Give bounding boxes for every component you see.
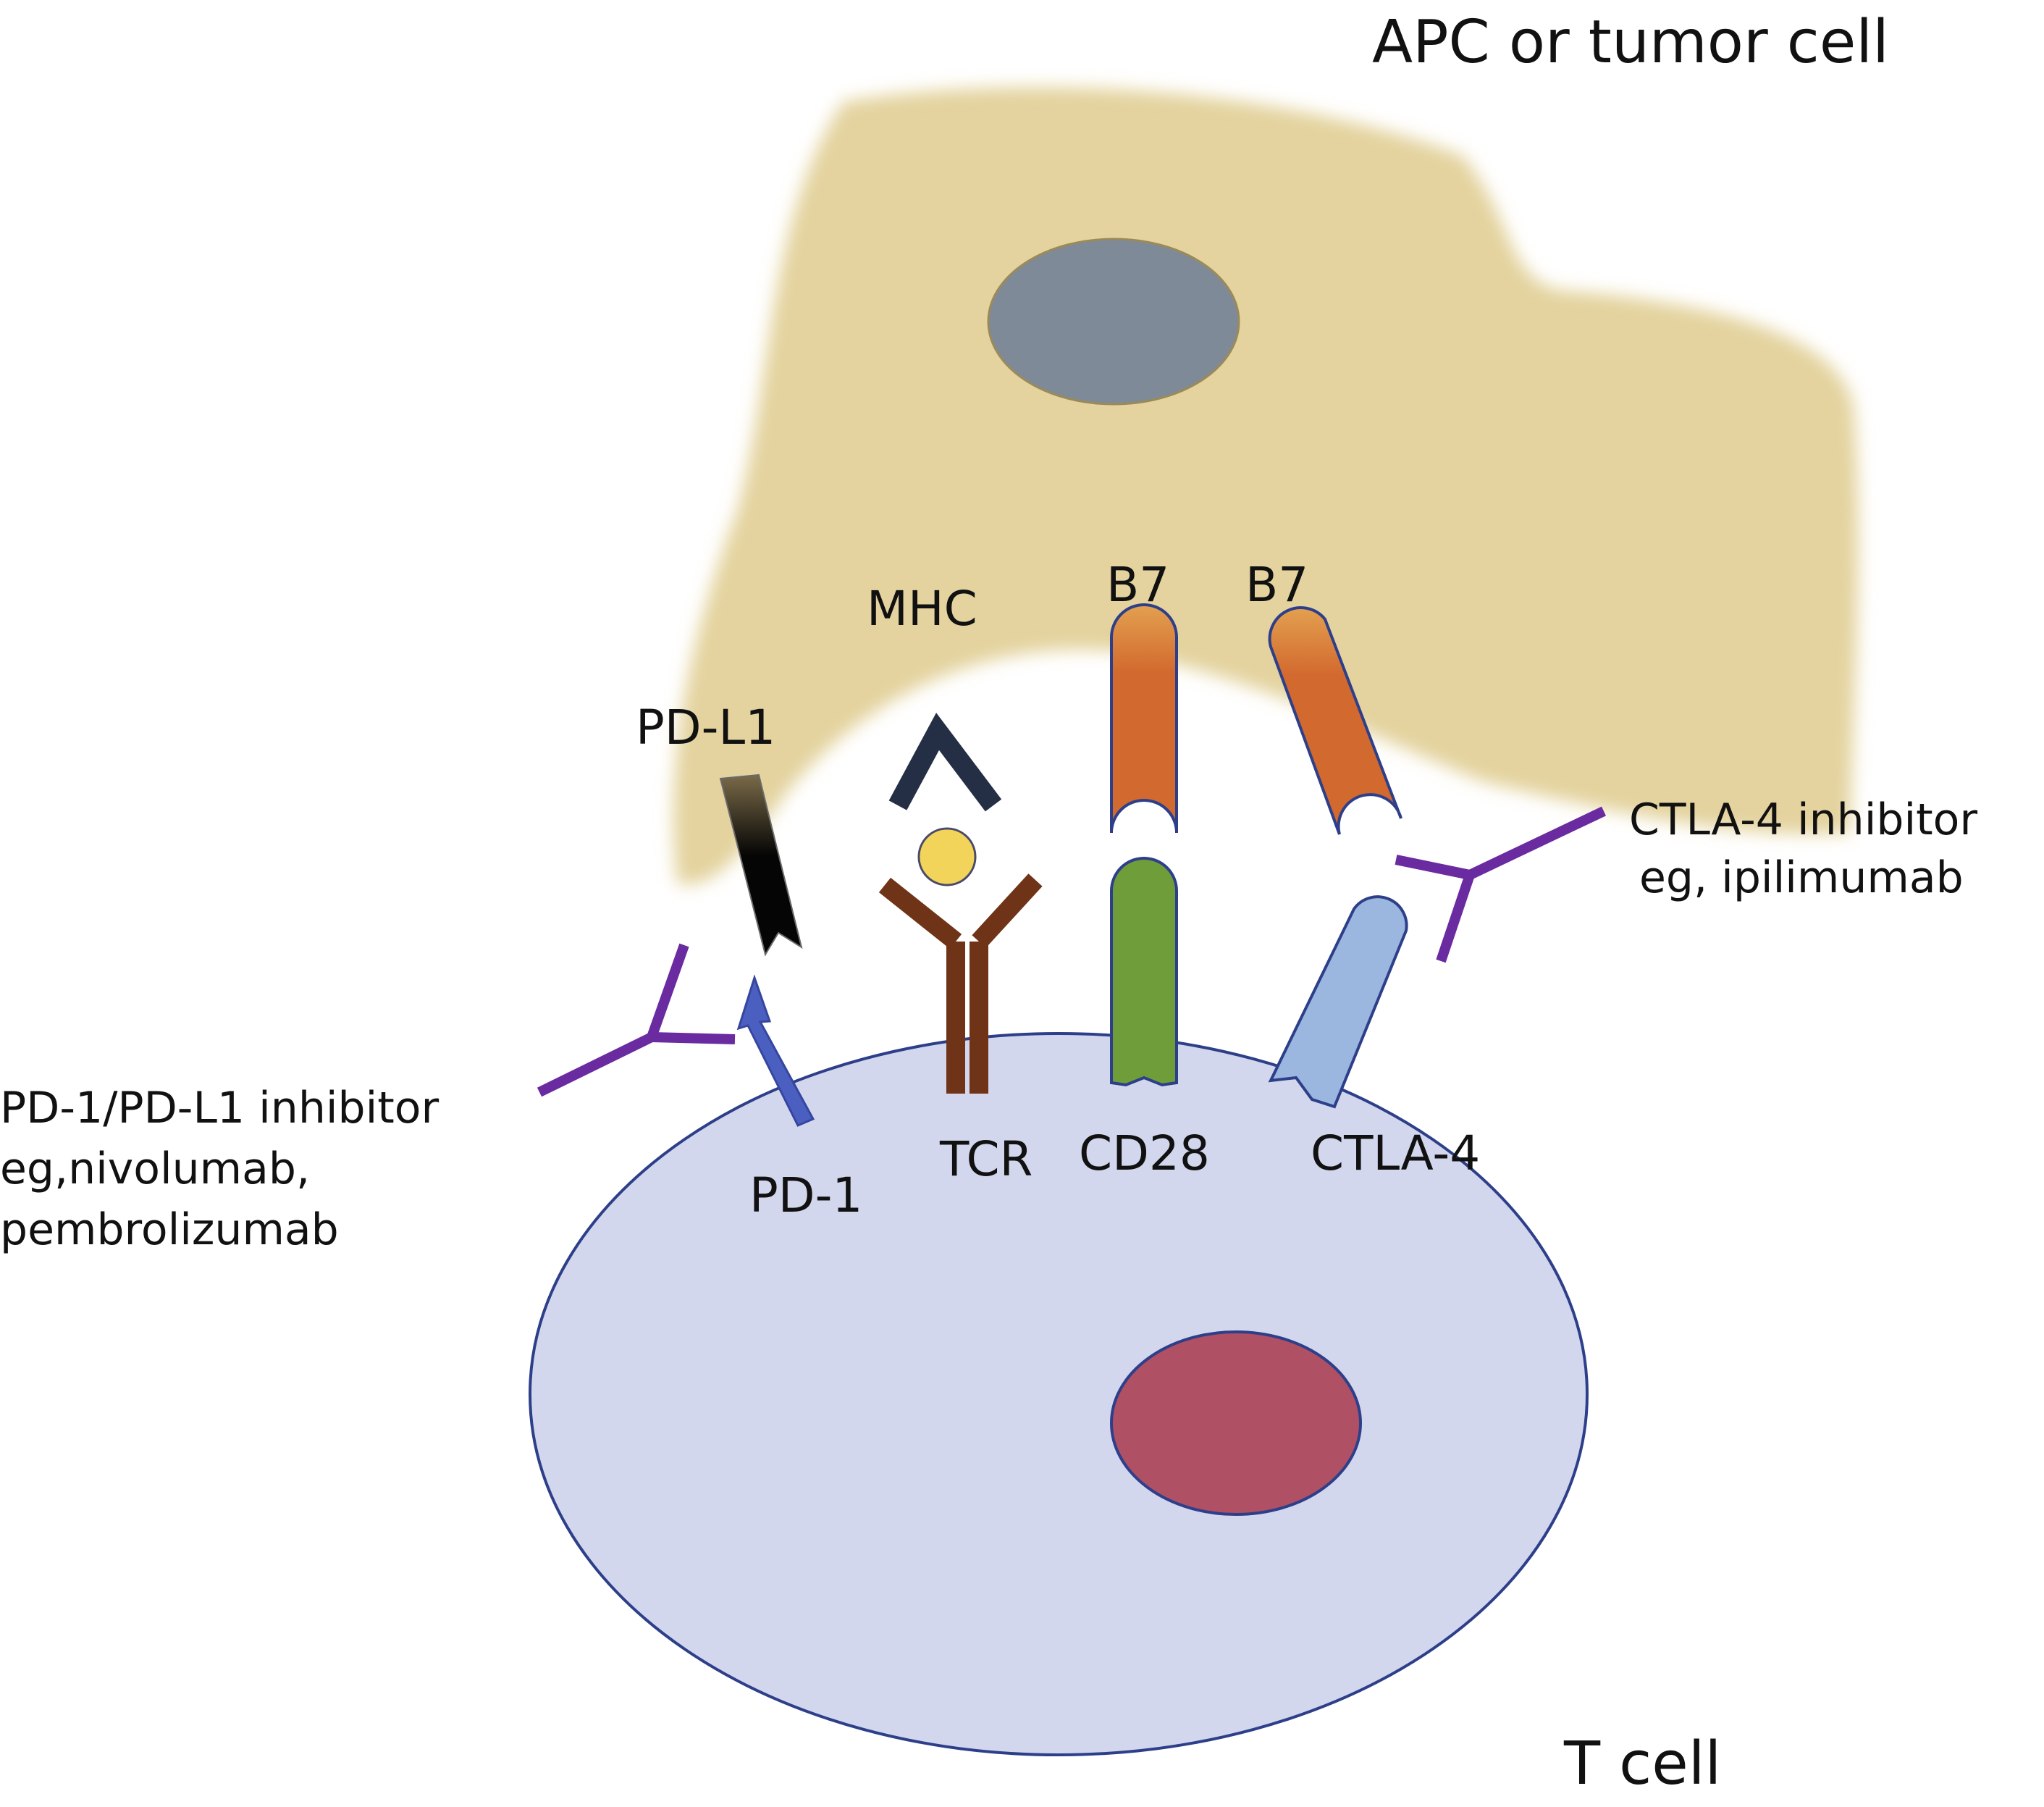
apc-cell-title: APC or tumor cell	[1372, 8, 1889, 77]
ctla-4-inhibitor-line2: eg, ipilimumab	[1639, 852, 1964, 903]
cd28-receptor	[1110, 857, 1178, 1087]
b7-left-ligand	[1110, 603, 1178, 834]
tcr-receptor	[878, 873, 1043, 1094]
pd-1-inhibitor-line2: eg,nivolumab,	[0, 1144, 311, 1194]
b7-right-ligand	[1268, 606, 1402, 835]
t-cell-nucleus	[1110, 1330, 1362, 1516]
ctla-4-inhibitor-antibody	[1395, 806, 1607, 963]
tcr-label: TCR	[940, 1131, 1033, 1187]
b7-left-label: B7	[1106, 557, 1170, 613]
b7-right-label: B7	[1245, 557, 1309, 613]
pd-1-label: PD-1	[749, 1167, 863, 1223]
cd28-label: CD28	[1079, 1125, 1210, 1181]
pd-l1-label: PD-L1	[636, 700, 776, 755]
ctla-4-label: CTLA-4	[1311, 1125, 1481, 1181]
apc-cell-body	[673, 87, 1859, 885]
pd-1-inhibitor-antibody	[537, 943, 736, 1097]
t-cell-title: T cell	[1564, 1730, 1722, 1798]
apc-nucleus	[987, 238, 1240, 406]
pd-l1-receptor	[719, 773, 803, 957]
ctla-4-inhibitor-label: CTLA-4 inhibitor eg, ipilimumab	[1629, 798, 1977, 900]
pd-1-inhibitor-line1: PD-1/PD-L1 inhibitor	[0, 1083, 439, 1133]
pd-1-inhibitor-label: PD-1/PD-L1 inhibitor eg,nivolumab, pembr…	[0, 1086, 439, 1252]
pd-1-receptor	[736, 974, 815, 1127]
mhc-label: MHC	[867, 581, 977, 637]
mhc-molecule	[888, 652, 1002, 812]
antigen	[917, 827, 977, 886]
t-cell-body	[529, 1032, 1589, 1756]
pd-1-inhibitor-line3: pembrolizumab	[0, 1204, 339, 1255]
ctla-4-receptor	[1268, 895, 1408, 1109]
ctla-4-inhibitor-line1: CTLA-4 inhibitor	[1629, 795, 1978, 845]
